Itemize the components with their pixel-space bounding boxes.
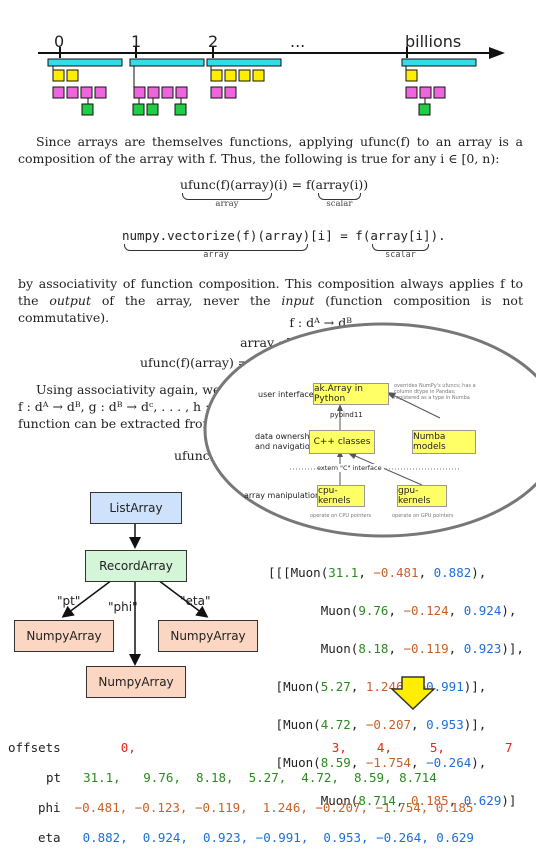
paragraph-3-line-1: Using associativity again, we shoul	[36, 382, 259, 397]
pybind11-label: pybind11	[330, 411, 363, 419]
paragraph-3-line-2: f : dᴬ → dᴮ, g : dᴮ → dᶜ, . . . , h : d	[18, 399, 222, 414]
muon-line-5: [Muon(4.72, −0.207, 0.953)],	[268, 717, 487, 732]
timeline-arrowhead	[489, 47, 505, 59]
row-label-data-ownership: data ownership and navigation	[255, 432, 317, 451]
timeline-label-0: 0	[54, 32, 65, 51]
event-bar-1	[129, 58, 205, 67]
extern-c-label: extern "C" interface	[315, 464, 384, 472]
edge-label-pt: "pt"	[57, 594, 81, 608]
ak-array-box: ak.Array in Python	[313, 383, 389, 405]
cpu-kernels-box: cpu-kernels	[317, 485, 365, 507]
cpu-note: operate on CPU pointers	[310, 513, 372, 519]
timeline-label-billions: billions	[405, 32, 462, 51]
numpyarray-pt-node: NumpyArray	[14, 620, 114, 652]
edge-label-eta: "eta"	[180, 594, 211, 608]
ak-array-note: overrides NumPy's ufuncs; has a column d…	[394, 383, 476, 401]
row-label-user-interface: user interface	[258, 390, 314, 399]
event-bar-0	[47, 58, 123, 67]
row-label-array-manipulation: array manipulation	[244, 491, 321, 500]
gpu-note: operate on GPU pointers	[392, 513, 454, 519]
timeline-label-1: 1	[131, 32, 142, 51]
muon-line-3: Muon(8.18, −0.119, 0.923)],	[320, 641, 524, 656]
event-bar-2	[206, 58, 282, 67]
timeline-label-2: 2	[208, 32, 219, 51]
equation-1: ufunc(f)(array)array(i) = f(array(i)scal…	[180, 177, 369, 209]
timeline-label-ellipsis: ...	[290, 32, 306, 51]
timeline-diagram	[38, 47, 505, 116]
phi-row: phi−0.481, −0.123, −0.119, 1.246, −0.207…	[38, 800, 474, 815]
cpp-classes-box: C++ classes	[309, 430, 375, 454]
numpyarray-eta-node: NumpyArray	[158, 620, 258, 652]
event-bar-billions	[401, 58, 477, 67]
muon-line-2: Muon(9.76, −0.124, 0.924),	[320, 603, 517, 618]
gpu-kernels-box: gpu-kernels	[397, 485, 447, 507]
listarray-node: ListArray	[90, 492, 182, 524]
equation-2: numpy.vectorize(f)(array)array[i] = f(ar…	[122, 228, 446, 260]
down-arrow-icon	[390, 676, 436, 710]
recordarray-node: RecordArray	[85, 550, 187, 582]
numpyarray-phi-node: NumpyArray	[86, 666, 186, 698]
muon-line-6: [Muon(8.59, −1.754, −0.264),	[268, 755, 487, 770]
paragraph-1: Since arrays are themselves functions, a…	[18, 134, 523, 166]
numba-models-box: Numba models	[412, 430, 476, 454]
tree-edges	[61, 522, 209, 666]
edge-label-phi: "phi"	[108, 600, 138, 614]
muon-line-1: [[[Muon(31.1, −0.481, 0.882),	[268, 565, 487, 580]
paragraph-2: by associativity of function composition…	[18, 276, 523, 325]
paragraph-3-line-3: function can be extracted from a u	[18, 416, 238, 431]
